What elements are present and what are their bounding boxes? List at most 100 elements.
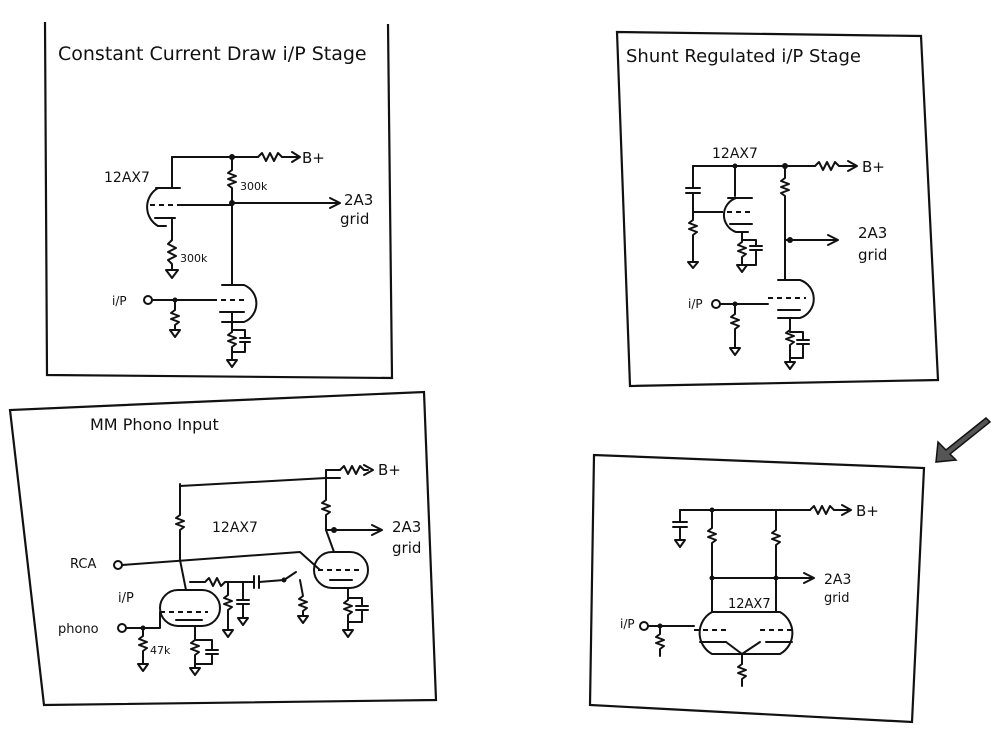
- grid-resistor-icon: [655, 625, 665, 657]
- tube-label: 12AX7: [728, 597, 771, 612]
- bplus-arrow-icon: [363, 464, 374, 476]
- bplus-arrow-icon: [291, 151, 301, 163]
- ip-label: i/P: [118, 591, 134, 606]
- grid-resistor-icon: [730, 303, 740, 349]
- switch-contact-dot: [281, 577, 287, 583]
- plate-resistor-icon: [771, 509, 781, 579]
- capacitor-icon: [672, 509, 688, 541]
- triode-icon: [146, 187, 167, 227]
- plate-resistor-icon: [227, 156, 237, 206]
- rca-lead: [121, 551, 321, 571]
- triode-icon: [698, 611, 794, 655]
- output-label-grid: grid: [340, 210, 369, 228]
- output-label-2a3: 2A3: [392, 518, 421, 536]
- output-label-grid: grid: [824, 591, 849, 606]
- bplus-label: B+: [378, 461, 401, 479]
- ground-icon: [736, 264, 748, 273]
- phono-label: phono: [58, 622, 99, 637]
- ground-icon: [342, 629, 354, 638]
- capacitor-icon: [194, 639, 219, 665]
- bplus-arrow-icon: [841, 504, 852, 516]
- lower-resistor-icon: [785, 317, 795, 363]
- output-arrow-icon: [329, 197, 341, 209]
- ccs-resistor-icon: [227, 331, 246, 353]
- ground-icon: [237, 617, 249, 626]
- ground-icon: [687, 261, 699, 269]
- rc-resistor-icon: [223, 581, 233, 631]
- input-jack-icon: [639, 621, 649, 631]
- output-arrow-icon: [803, 572, 815, 584]
- ground-icon: [165, 269, 179, 279]
- plate-resistor-icon: [707, 509, 717, 579]
- bplus-resistor-icon: [814, 161, 856, 171]
- ground-icon: [169, 329, 181, 338]
- bplus-resistor-icon: [257, 152, 299, 162]
- rca-label: RCA: [70, 557, 96, 572]
- ground-icon: [226, 359, 238, 368]
- tube-label: 12AX7: [712, 146, 758, 162]
- triode-icon: [313, 551, 369, 589]
- output-arrow-icon: [371, 524, 383, 536]
- triode-icon: [221, 284, 258, 323]
- panel-title: Constant Current Draw i/P Stage: [58, 43, 367, 65]
- capacitor-icon: [789, 331, 810, 359]
- panel-mm-phono: MM Phono Input 12AX7 B+ RCA: [8, 390, 438, 707]
- panel-shunt-regulated: Shunt Regulated i/P Stage 12AX7 B+ 2A3 g…: [615, 30, 940, 388]
- bplus-arrow-icon: [847, 160, 858, 172]
- cathode-resistor-icon: [737, 653, 747, 687]
- input-label: i/P: [620, 617, 635, 631]
- panel-frame: [43, 21, 394, 380]
- grid-resistor-icon: [170, 299, 180, 331]
- bplus-label: B+: [856, 502, 879, 520]
- ground-icon: [674, 539, 686, 548]
- input-label: i/P: [112, 294, 127, 308]
- output-arrow-icon: [827, 234, 839, 246]
- switch-icon: [258, 571, 297, 583]
- ground-icon: [189, 667, 201, 676]
- output-label-2a3: 2A3: [344, 191, 373, 209]
- plate-resistor-icon: [321, 477, 331, 531]
- plate-resistor-label: 300k: [240, 180, 268, 193]
- input-jack-icon: [711, 299, 721, 309]
- panel-frame: [615, 30, 940, 388]
- input-jack-icon: [143, 295, 153, 305]
- bypass-lead: [231, 329, 246, 339]
- phono-jack-icon: [117, 623, 127, 633]
- cathode-resistor-label: 300k: [180, 252, 208, 265]
- rca-jack-icon: [113, 560, 123, 570]
- triode-icon: [159, 589, 221, 627]
- bplus-lead: [325, 469, 341, 479]
- tube-label: 12AX7: [212, 520, 258, 536]
- capacitor-icon: [236, 581, 250, 619]
- plate-leads: [711, 577, 777, 613]
- triode-icon: [722, 197, 749, 233]
- output-label-2a3: 2A3: [824, 572, 851, 588]
- bplus-label: B+: [302, 149, 325, 167]
- capacitor-icon: [741, 239, 763, 266]
- plate-resistor-icon: [175, 485, 185, 561]
- output-label-2a3: 2A3: [858, 224, 887, 242]
- arrow-pointer-icon: [935, 416, 992, 463]
- input-resistor-label: 47k: [150, 644, 171, 657]
- panel-title: MM Phono Input: [90, 415, 219, 434]
- bplus-label: B+: [862, 158, 885, 176]
- second-plate-lead: [325, 529, 335, 553]
- grid-leak-resistor-icon: [298, 579, 308, 617]
- ground-icon: [784, 361, 796, 370]
- bplus-resistor-icon: [809, 505, 849, 515]
- ground-icon: [297, 615, 309, 624]
- panel-title: Shunt Regulated i/P Stage: [626, 46, 861, 67]
- cathode-resistor-icon: [167, 239, 177, 271]
- bplus-resistor-icon: [339, 465, 369, 475]
- top-rail: [179, 477, 341, 487]
- cap-resistor-icon: [688, 192, 698, 263]
- output-label-grid: grid: [858, 246, 887, 264]
- cathode-resistor-icon: [190, 625, 200, 669]
- capacitor-icon: [347, 597, 369, 623]
- ground-icon: [137, 663, 149, 672]
- interstage-resistor-icon: [189, 577, 255, 587]
- tube-label: 12AX7: [104, 170, 150, 186]
- ground-icon: [729, 347, 741, 356]
- cathode-tie: [725, 641, 761, 655]
